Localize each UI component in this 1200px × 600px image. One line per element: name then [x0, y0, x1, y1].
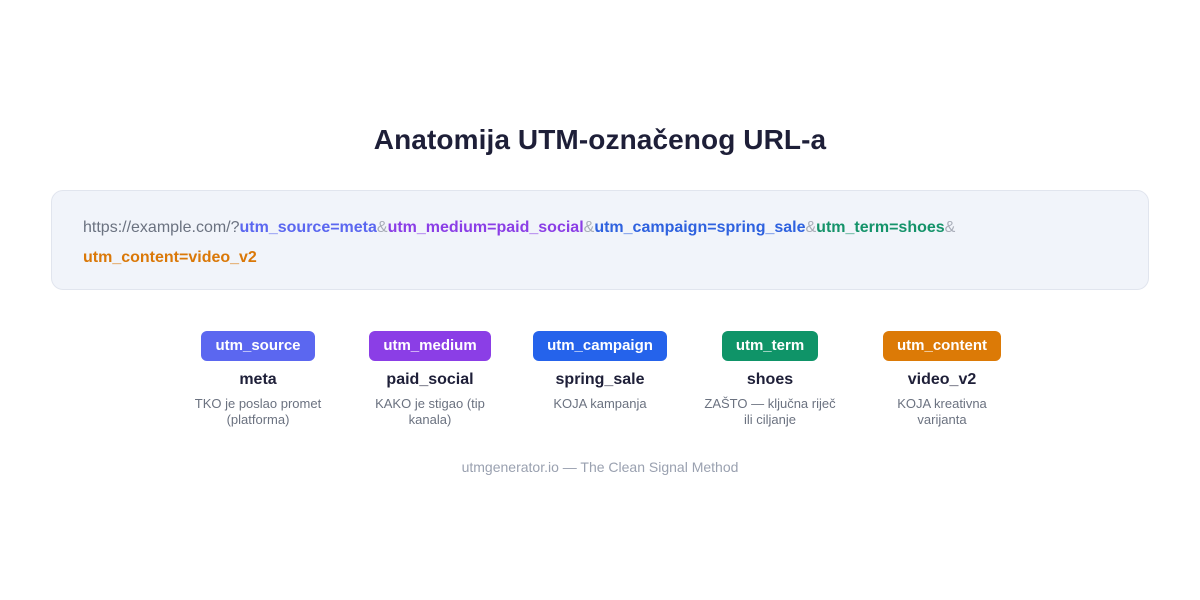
param-key-badge: utm_content — [883, 331, 1001, 361]
desc-line-1: ZAŠTO — ključna riječ — [704, 396, 836, 411]
url-segment-source: utm_source=meta — [239, 219, 377, 236]
desc-line-1: TKO je poslao promet — [194, 396, 322, 411]
param-card-medium: utm_medium paid_social KAKO je stigao (t… — [350, 331, 510, 428]
param-card-campaign: utm_campaign spring_sale KOJA kampanja — [520, 331, 680, 412]
param-description: TKO je poslao promet(platforma) — [183, 396, 333, 428]
desc-line-2: (platforma) — [226, 412, 290, 427]
url-separator: & — [583, 219, 595, 236]
url-example-box: https://example.com/?utm_source=meta&utm… — [51, 190, 1149, 290]
param-key-badge: utm_term — [721, 331, 819, 361]
url-segment-campaign: utm_campaign=spring_sale — [594, 219, 806, 236]
param-value: paid_social — [386, 371, 474, 388]
url-separator: & — [805, 219, 817, 236]
param-key-badge: utm_source — [201, 331, 315, 361]
footer-credit: utmgenerator.io — The Clean Signal Metho… — [461, 459, 739, 475]
param-description: KOJA kampanja — [525, 396, 675, 412]
param-key-badge: utm_medium — [369, 331, 491, 361]
desc-line-1: KOJA kampanja — [553, 396, 647, 411]
desc-line-1: KAKO je stigao (tip — [375, 396, 485, 411]
url-segment-term: utm_term=shoes — [816, 219, 945, 236]
desc-line-2: kanala) — [408, 412, 452, 427]
param-value: meta — [239, 371, 277, 388]
desc-line-2: varijanta — [917, 412, 967, 427]
page-title: Anatomija UTM-označenog URL-a — [373, 124, 827, 155]
url-separator: & — [944, 219, 956, 236]
param-legend: utm_source meta TKO je poslao promet(pla… — [0, 331, 1200, 441]
url-base: https://example.com/? — [83, 219, 240, 236]
param-value: shoes — [746, 371, 794, 388]
param-value: spring_sale — [555, 371, 645, 388]
param-key-badge: utm_campaign — [533, 331, 667, 361]
param-card-source: utm_source meta TKO je poslao promet(pla… — [178, 331, 338, 428]
desc-line-2: ili ciljanje — [743, 412, 797, 427]
desc-line-1: KOJA kreativna — [897, 396, 987, 411]
url-segment-medium: utm_medium=paid_social — [387, 219, 584, 236]
url-segment-content: utm_content=video_v2 — [83, 249, 257, 266]
url-separator: & — [376, 219, 388, 236]
param-value: video_v2 — [907, 371, 977, 388]
